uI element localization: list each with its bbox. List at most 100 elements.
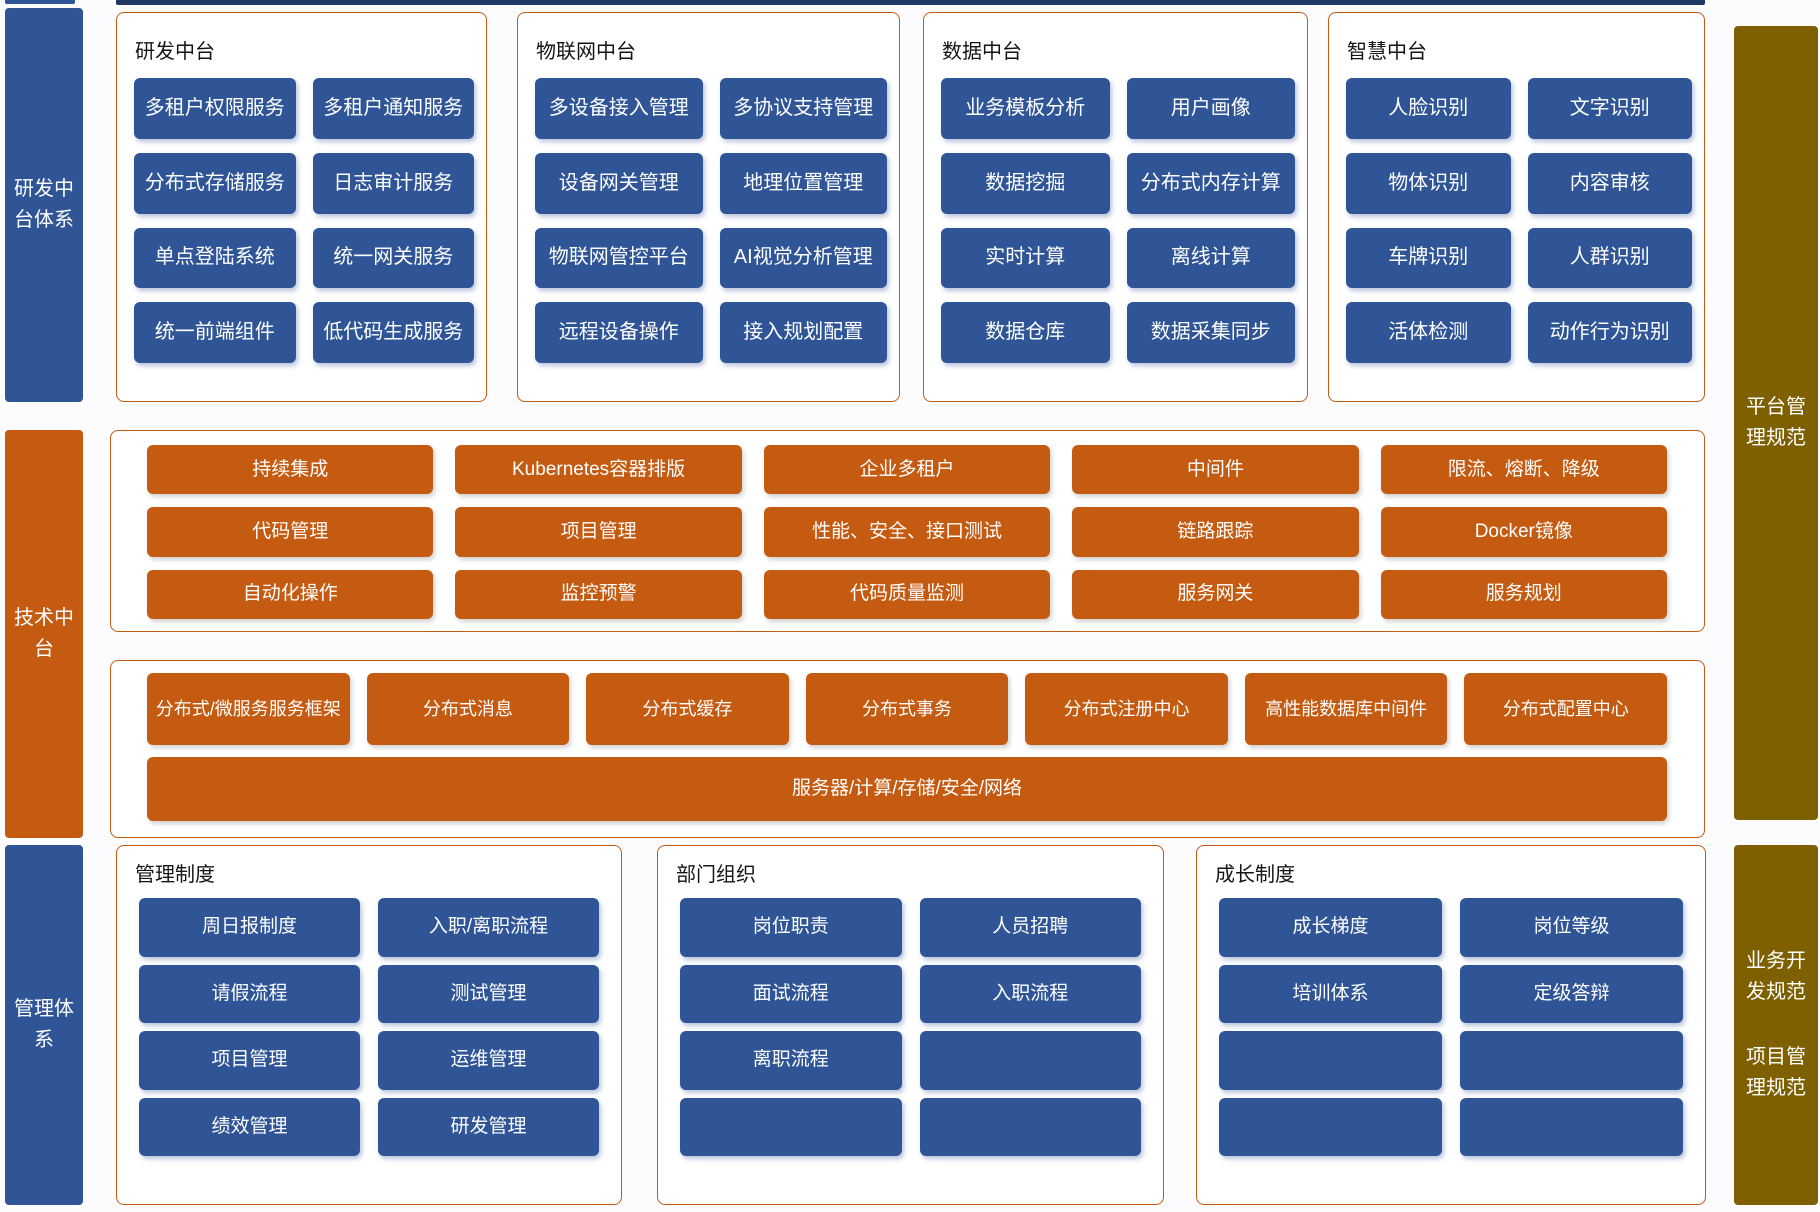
service-box: 业务模板分析 (941, 78, 1110, 139)
service-box: 代码管理 (147, 507, 434, 557)
service-box-empty (1219, 1097, 1442, 1156)
service-box: 数据挖掘 (941, 152, 1110, 214)
service-box: 运维管理 (378, 1031, 599, 1090)
service-box-empty (1460, 1031, 1683, 1090)
service-box: 周日报制度 (139, 898, 360, 957)
service-box: 分布式存储服务 (134, 152, 296, 214)
service-box: 低代码生成服务 (312, 302, 474, 363)
service-box: 远程设备操作 (535, 302, 703, 363)
service-box: 测试管理 (378, 964, 599, 1023)
top-crop-line (116, 0, 1705, 5)
service-box: 分布式注册中心 (1025, 673, 1228, 745)
service-box: 服务网关 (1072, 569, 1359, 619)
service-box: 分布式内存计算 (1126, 152, 1295, 214)
service-box: 内容审核 (1527, 152, 1692, 214)
panel-grid: 多租户权限服务 多租户通知服务 分布式存储服务 日志审计服务 单点登陆系统 统一… (134, 78, 474, 363)
panel-grid: 周日报制度 入职/离职流程 请假流程 测试管理 项目管理 运维管理 绩效管理 研… (139, 898, 599, 1156)
service-box: 定级答辩 (1460, 964, 1683, 1023)
panel-title: 物联网中台 (536, 41, 636, 63)
rail-rd-platform-system: 研发中台体系 (5, 8, 83, 402)
service-box: 人员招聘 (919, 898, 1141, 957)
service-box: 请假流程 (139, 964, 360, 1023)
service-box: 活体检测 (1346, 302, 1511, 363)
panel-growth-rules: 成长制度 成长梯度 岗位等级 培训体系 定级答辩 (1196, 845, 1706, 1205)
service-box: Kubernetes容器排版 (455, 445, 742, 495)
service-box: 高性能数据库中间件 (1244, 673, 1448, 745)
panel-title: 研发中台 (135, 41, 215, 63)
service-box: 研发管理 (378, 1097, 599, 1156)
service-box: 限流、熔断、降级 (1380, 445, 1667, 495)
service-box: 项目管理 (455, 507, 742, 557)
service-box: 企业多租户 (763, 445, 1051, 495)
service-box: 分布式缓存 (586, 673, 789, 745)
service-box: 离线计算 (1126, 227, 1295, 289)
service-box: 多租户通知服务 (312, 78, 474, 139)
panel-grid: 岗位职责 人员招聘 面试流程 入职流程 离职流程 (680, 898, 1141, 1156)
service-box: 用户画像 (1126, 78, 1295, 139)
service-box: 分布式事务 (805, 673, 1009, 745)
panel-grid: 成长梯度 岗位等级 培训体系 定级答辩 (1219, 898, 1683, 1156)
rail-label: 研发中台体系 (14, 178, 74, 231)
service-box: 动作行为识别 (1527, 302, 1692, 363)
service-box: 单点登陆系统 (134, 227, 296, 289)
panel-tech-infrastructure: 分布式/微服务服务框架 分布式消息 分布式缓存 分布式事务 分布式注册中心 高性… (110, 660, 1705, 838)
service-box: 自动化操作 (147, 569, 434, 619)
panel-rd-platform: 研发中台 多租户权限服务 多租户通知服务 分布式存储服务 日志审计服务 单点登陆… (116, 12, 487, 402)
service-box: 多协议支持管理 (719, 78, 887, 139)
panel-grid: 业务模板分析 用户画像 数据挖掘 分布式内存计算 实时计算 离线计算 数据仓库 … (941, 78, 1295, 363)
panel-title: 管理制度 (135, 864, 215, 886)
service-box: 中间件 (1072, 445, 1359, 495)
service-box: 文字识别 (1527, 78, 1692, 139)
service-box: 成长梯度 (1219, 898, 1442, 957)
service-box: 入职/离职流程 (378, 898, 599, 957)
service-box-empty (919, 1097, 1141, 1156)
panel-title: 部门组织 (676, 864, 756, 886)
service-box-empty (680, 1097, 902, 1156)
service-box: 分布式/微服务服务框架 (147, 673, 350, 745)
service-box: 多租户权限服务 (134, 78, 296, 139)
panel-title: 成长制度 (1215, 864, 1295, 886)
service-box: 入职流程 (919, 964, 1141, 1023)
service-box: 性能、安全、接口测试 (763, 507, 1051, 557)
service-box: 物体识别 (1346, 152, 1511, 214)
service-box: 面试流程 (680, 964, 902, 1023)
rail-label: 项目管理规范 (1746, 1046, 1806, 1099)
service-box: 物联网管控平台 (535, 227, 703, 289)
service-box: 数据仓库 (941, 302, 1110, 363)
panel-management-rules: 管理制度 周日报制度 入职/离职流程 请假流程 测试管理 项目管理 运维管理 绩… (116, 845, 622, 1205)
service-box: 培训体系 (1219, 964, 1442, 1023)
service-box: 绩效管理 (139, 1097, 360, 1156)
service-box: AI视觉分析管理 (719, 227, 887, 289)
rail-tech-platform: 技术中台 (5, 430, 83, 838)
panel-tech-platform-services: 持续集成 Kubernetes容器排版 企业多租户 中间件 限流、熔断、降级 代… (110, 430, 1705, 632)
rail-management-system: 管理体系 (5, 845, 83, 1205)
rail-label: 管理体系 (14, 998, 74, 1051)
infrastructure-bar: 服务器/计算/存储/安全/网络 (147, 757, 1667, 821)
service-box-empty (1460, 1097, 1683, 1156)
service-box: 岗位等级 (1460, 898, 1683, 957)
panel-title: 智慧中台 (1347, 41, 1427, 63)
panel-grid: 分布式/微服务服务框架 分布式消息 分布式缓存 分布式事务 分布式注册中心 高性… (147, 673, 1667, 745)
service-box: 地理位置管理 (719, 152, 887, 214)
service-box: 人脸识别 (1346, 78, 1511, 139)
panel-data-platform: 数据中台 业务模板分析 用户画像 数据挖掘 分布式内存计算 实时计算 离线计算 … (923, 12, 1308, 402)
service-box: Docker镜像 (1380, 507, 1667, 557)
service-box: 统一前端组件 (134, 302, 296, 363)
service-box: 项目管理 (139, 1031, 360, 1090)
rail-label: 业务开发规范 (1746, 950, 1806, 1003)
panel-department-org: 部门组织 岗位职责 人员招聘 面试流程 入职流程 离职流程 (657, 845, 1164, 1205)
rail-dev-project-spec: 业务开发规范 项目管理规范 (1734, 845, 1818, 1205)
service-box: 离职流程 (680, 1031, 902, 1090)
service-box-empty (1219, 1031, 1442, 1090)
panel-iot-platform: 物联网中台 多设备接入管理 多协议支持管理 设备网关管理 地理位置管理 物联网管… (517, 12, 900, 402)
service-box: 代码质量监测 (763, 569, 1051, 619)
service-box: 岗位职责 (680, 898, 902, 957)
service-box: 设备网关管理 (535, 152, 703, 214)
service-box: 数据采集同步 (1126, 302, 1295, 363)
panel-ai-platform: 智慧中台 人脸识别 文字识别 物体识别 内容审核 车牌识别 人群识别 活体检测 … (1328, 12, 1705, 402)
service-box: 日志审计服务 (312, 152, 474, 214)
service-box: 分布式消息 (366, 673, 570, 745)
service-box: 链路跟踪 (1072, 507, 1359, 557)
service-box: 统一网关服务 (312, 227, 474, 289)
